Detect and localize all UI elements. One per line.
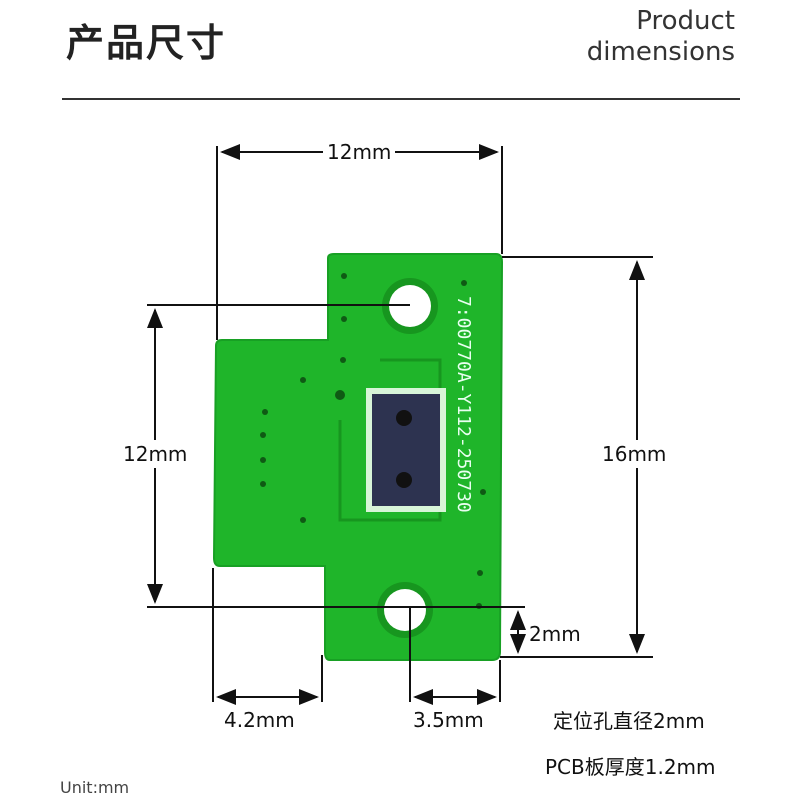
subtitle-line2: dimensions bbox=[586, 37, 735, 67]
pcb-board: 7:00770A-Y112-250730 bbox=[212, 253, 504, 661]
pcb-silkscreen: 7:00770A-Y112-250730 bbox=[453, 296, 474, 513]
header-divider bbox=[62, 98, 740, 100]
unit-label: Unit:mm bbox=[60, 778, 130, 797]
pcb-thickness-note: PCB板厚度1.2mm bbox=[545, 755, 716, 779]
hole-offset-label: 2mm bbox=[529, 622, 581, 646]
right-height-label: 16mm bbox=[602, 440, 667, 468]
right-offset-label: 3.5mm bbox=[413, 708, 484, 732]
hole-diameter-note: 定位孔直径2mm bbox=[553, 709, 705, 733]
mounting-hole-bottom bbox=[384, 589, 426, 631]
page-title: 产品尺寸 bbox=[66, 21, 227, 65]
left-offset-label: 4.2mm bbox=[224, 708, 295, 732]
subtitle-line1: Product bbox=[636, 6, 735, 36]
left-height-label: 12mm bbox=[123, 440, 188, 468]
top-width-label: 12mm bbox=[323, 140, 396, 164]
